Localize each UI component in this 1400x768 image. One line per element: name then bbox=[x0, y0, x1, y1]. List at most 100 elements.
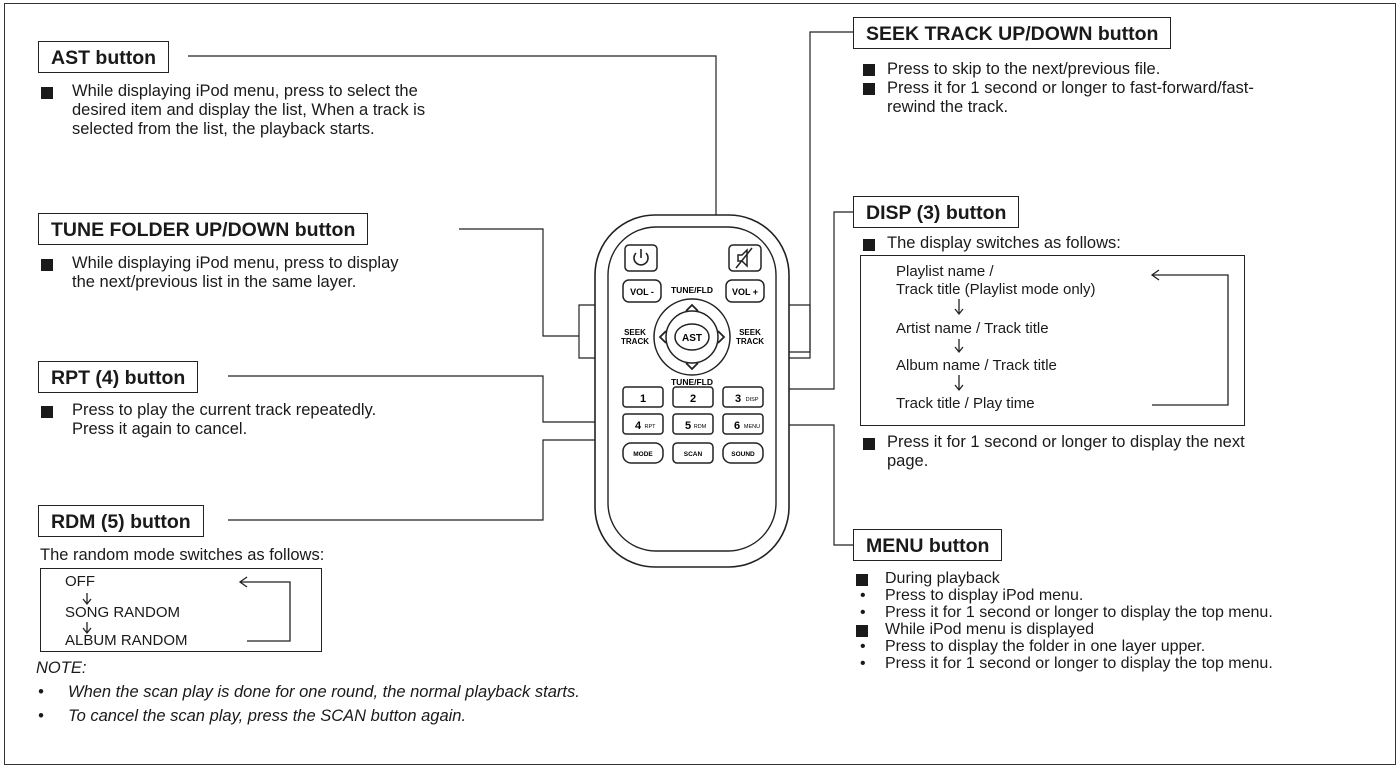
tune-title: TUNE FOLDER UP/DOWN button bbox=[38, 213, 369, 245]
disp-bullet-2 bbox=[863, 438, 875, 450]
seek-right-label-1: SEEK bbox=[739, 328, 761, 337]
rpt-text-2: Press it again to cancel. bbox=[72, 420, 248, 438]
rdm-intro: The random mode switches as follows: bbox=[40, 546, 325, 564]
rdm-flow-arrows bbox=[82, 576, 291, 642]
menu-dot-1: • bbox=[860, 587, 866, 604]
button-5-rdm bbox=[672, 413, 714, 435]
vol-plus-button bbox=[725, 279, 765, 303]
ast-label: AST bbox=[682, 333, 702, 344]
note-item-1: When the scan play is done for one round… bbox=[68, 683, 580, 701]
ast-text-1: While displaying iPod menu, press to sel… bbox=[72, 82, 418, 100]
vol-minus-button bbox=[622, 279, 662, 303]
ast-title: AST button bbox=[38, 41, 170, 73]
disp-after-2: page. bbox=[887, 452, 929, 470]
menu-dot-4: • bbox=[860, 655, 866, 672]
vol-minus-label: VOL - bbox=[630, 287, 654, 297]
dpad-down-arrow bbox=[685, 362, 699, 371]
note-label: NOTE: bbox=[36, 659, 87, 677]
power-icon bbox=[633, 249, 649, 266]
button-1 bbox=[622, 386, 664, 408]
rdm-seq-album: ALBUM RANDOM bbox=[65, 632, 188, 649]
menu-bullet-2 bbox=[856, 625, 868, 637]
disp-bullet bbox=[863, 239, 875, 251]
menu-leader bbox=[755, 424, 853, 546]
rdm-seq-song: SONG RANDOM bbox=[65, 604, 181, 621]
rpt-leader bbox=[228, 375, 625, 423]
menu-dot-2: • bbox=[860, 604, 866, 621]
button-3-label: 3 bbox=[735, 393, 741, 405]
button-3-disp bbox=[722, 386, 764, 408]
tune-fld-top-label: TUNE/FLD bbox=[671, 285, 713, 295]
mute-icon bbox=[735, 247, 753, 269]
rpt-title: RPT (4) button bbox=[38, 361, 199, 393]
rpt-bullet bbox=[41, 406, 53, 418]
ast-text-3: selected from the list, the playback sta… bbox=[72, 120, 375, 138]
menu-item-2: Press it for 1 second or longer to displ… bbox=[885, 604, 1273, 621]
menu-item-1: Press to display iPod menu. bbox=[885, 587, 1084, 604]
disp-title: DISP (3) button bbox=[853, 196, 1020, 228]
tune-text-2: the next/previous list in the same layer… bbox=[72, 273, 357, 291]
button-6-sub: MENU bbox=[744, 424, 760, 430]
menu-head-2: While iPod menu is displayed bbox=[885, 621, 1094, 638]
tune-fld-bottom-label: TUNE/FLD bbox=[671, 377, 713, 387]
scan-label: SCAN bbox=[684, 451, 703, 458]
disp-seq-playlist: Playlist name / bbox=[896, 263, 994, 280]
disp-sequence-box bbox=[860, 255, 1245, 426]
note-dot-2: • bbox=[38, 707, 44, 725]
disp-seq-artist: Artist name / Track title bbox=[896, 320, 1049, 337]
disp-leader bbox=[755, 211, 853, 390]
seek-left-label-2: TRACK bbox=[621, 337, 649, 346]
disp-after-1: Press it for 1 second or longer to displ… bbox=[887, 433, 1245, 451]
button-3-sub: DISP bbox=[746, 397, 759, 403]
menu-title: MENU button bbox=[853, 529, 1003, 561]
menu-head-1: During playback bbox=[885, 570, 1000, 587]
dpad-right-arrow bbox=[717, 330, 726, 344]
rpt-text-1: Press to play the current track repeated… bbox=[72, 401, 377, 419]
vol-plus-label: VOL + bbox=[732, 287, 758, 297]
seek-left-label-1: SEEK bbox=[624, 328, 646, 337]
menu-bullet-1 bbox=[856, 574, 868, 586]
seek-title: SEEK TRACK UP/DOWN button bbox=[853, 17, 1172, 49]
rdm-sequence-box bbox=[40, 568, 322, 652]
note-item-2: To cancel the scan play, press the SCAN … bbox=[68, 707, 467, 725]
button-6-menu bbox=[722, 413, 764, 435]
button-2 bbox=[672, 386, 714, 408]
menu-dot-3: • bbox=[860, 638, 866, 655]
rdm-title: RDM (5) button bbox=[38, 505, 204, 537]
note-dot-1: • bbox=[38, 683, 44, 701]
seek-right-label-2: TRACK bbox=[736, 337, 764, 346]
tune-bullet bbox=[41, 259, 53, 271]
disp-intro: The display switches as follows: bbox=[887, 234, 1121, 252]
mute-button bbox=[728, 244, 762, 272]
dpad-left-arrow bbox=[658, 330, 667, 344]
ast-bullet bbox=[41, 87, 53, 99]
button-5-label: 5 bbox=[685, 420, 691, 432]
button-1-label: 1 bbox=[640, 393, 646, 405]
ast-text-2: desired item and display the list, When … bbox=[72, 101, 426, 119]
dpad-up-arrow bbox=[685, 303, 699, 312]
ast-button bbox=[674, 323, 710, 351]
seek-bullet-1 bbox=[863, 64, 875, 76]
button-5-sub: RDM bbox=[694, 424, 707, 430]
button-2-label: 2 bbox=[690, 393, 696, 405]
button-6-label: 6 bbox=[734, 420, 740, 432]
button-4-rpt bbox=[622, 413, 664, 435]
seek-text-2b: rewind the track. bbox=[887, 98, 1009, 116]
sound-label: SOUND bbox=[731, 451, 755, 458]
disp-seq-album: Album name / Track title bbox=[896, 357, 1057, 374]
disp-flow-arrows bbox=[954, 269, 1229, 406]
mode-button bbox=[622, 442, 664, 464]
mode-label: MODE bbox=[633, 451, 653, 458]
scan-button bbox=[672, 442, 714, 464]
menu-item-4: Press it for 1 second or longer to displ… bbox=[885, 655, 1273, 672]
disp-seq-playlist-mode: Track title (Playlist mode only) bbox=[896, 281, 1096, 298]
sound-button bbox=[722, 442, 764, 464]
button-4-sub: RPT bbox=[645, 424, 657, 430]
page-frame bbox=[4, 3, 1396, 765]
remote-control: VOL - VOL + TUNE/FLD TUNE/FLD SEEK TRACK… bbox=[594, 214, 790, 568]
seek-text-1: Press to skip to the next/previous file. bbox=[887, 60, 1161, 78]
rdm-seq-off: OFF bbox=[65, 573, 95, 590]
menu-item-3: Press to display the folder in one layer… bbox=[885, 638, 1206, 655]
seek-text-2a: Press it for 1 second or longer to fast-… bbox=[887, 79, 1254, 97]
